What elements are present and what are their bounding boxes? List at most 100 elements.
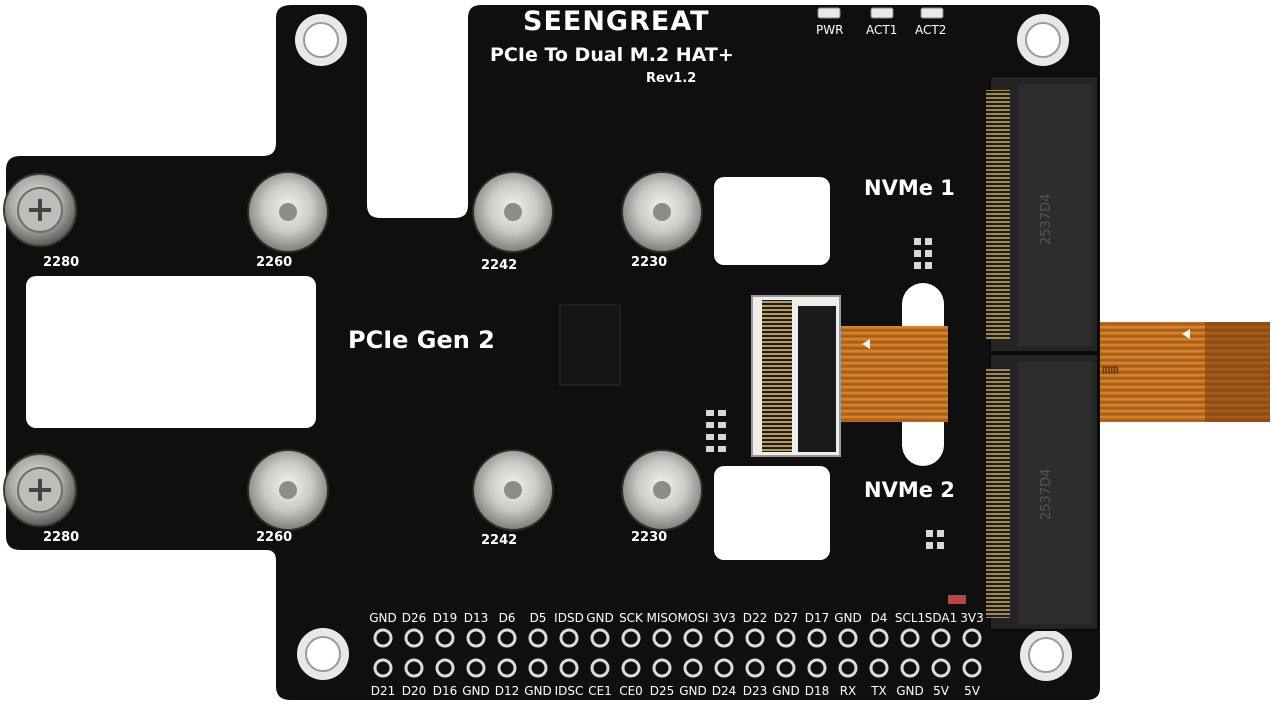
gpio-pad-top-4 [497,628,517,648]
gpio-label-bottom-9: D25 [649,684,675,698]
gpio-label-top-8: SCK [619,611,643,625]
gpio-pad-bottom-0 [373,658,393,678]
gpio-label-bottom-10: GND [679,684,707,698]
led-act2 [920,7,944,19]
gpio-label-top-6: IDSD [554,611,584,625]
gpio-pad-bottom-3 [466,658,486,678]
size-label-bottom-2230: 2230 [631,530,668,545]
gpio-pad-top-17 [900,628,920,648]
gpio-pad-top-14 [807,628,827,648]
gpio-pad-bottom-2 [435,658,455,678]
cutout-top [714,177,830,265]
gpio-pad-top-19 [962,628,982,648]
size-label-bottom-2242: 2242 [481,533,518,548]
gpio-label-bottom-12: D23 [742,684,768,698]
gpio-pad-bottom-12 [745,658,765,678]
gpio-pad-bottom-10 [683,658,703,678]
gpio-pad-top-7 [590,628,610,648]
gpio-pad-top-11 [714,628,734,648]
led-label-act2: ACT2 [915,23,947,37]
gpio-label-top-4: D6 [498,611,516,625]
standoffs [247,171,703,531]
gpio-pad-bottom-1 [404,658,424,678]
ribbon-marking: mm [1102,362,1119,378]
gpio-label-bottom-19: 5V [964,684,980,698]
gpio-label-bottom-16: TX [871,684,887,698]
gpio-pad-top-9 [652,628,672,648]
led-act1 [870,7,894,19]
gpio-label-top-15: GND [834,611,862,625]
gpio-pad-top-3 [466,628,486,648]
gpio-label-top-5: D5 [529,611,547,625]
gpio-pad-top-18 [931,628,951,648]
gpio-pad-top-12 [745,628,765,648]
gpio-pad-bottom-17 [900,658,920,678]
size-label-bottom-2260: 2260 [256,530,293,545]
gpio-label-top-2: D19 [432,611,458,625]
gpio-label-bottom-3: GND [462,684,490,698]
m2-connector-2 [986,353,1099,631]
gpio-pad-top-0 [373,628,393,648]
smd-components [706,238,966,604]
gpio-pad-bottom-6 [559,658,579,678]
led-pwr [817,7,841,19]
pcie-switch-chip-area [559,304,621,386]
gpio-label-bottom-11: D24 [711,684,737,698]
cutout-left [26,276,316,428]
gpio-label-bottom-7: CE1 [588,684,612,698]
gpio-label-top-14: D17 [804,611,830,625]
ffc-ribbon-cable [836,322,1270,422]
cutout-bottom [714,466,830,560]
gpio-pad-bottom-15 [838,658,858,678]
size-label-top-2280: 2280 [43,255,80,270]
m2-connector-1 [986,75,1099,353]
mounting-holes [295,14,1072,681]
brand-logo-text: SEENGREAT [523,6,710,37]
gpio-label-bottom-4: D12 [494,684,520,698]
gpio-label-bottom-13: GND [772,684,800,698]
product-name: PCIe To Dual M.2 HAT+ [490,44,734,66]
gpio-label-bottom-14: D18 [804,684,830,698]
revision-label: Rev1.2 [646,71,697,86]
led-label-pwr: PWR [816,23,844,37]
gpio-label-top-10: MOSI [677,611,709,625]
gpio-label-top-3: D13 [463,611,489,625]
gpio-pad-top-6 [559,628,579,648]
screw-bottom-2280 [3,453,77,527]
gpio-label-bottom-0: D21 [370,684,396,698]
gpio-label-bottom-17: GND [896,684,924,698]
gpio-label-top-16: D4 [870,611,888,625]
gpio-pad-top-16 [869,628,889,648]
gpio-pad-bottom-4 [497,658,517,678]
size-label-bottom-2280: 2280 [43,530,80,545]
gpio-pad-bottom-19 [962,658,982,678]
gpio-pad-bottom-11 [714,658,734,678]
gpio-pad-top-8 [621,628,641,648]
gpio-pad-bottom-9 [652,658,672,678]
m2-connector-2-marking: 2537D4 [1039,469,1054,520]
gpio-label-top-1: D26 [401,611,427,625]
gpio-label-top-18: SDA1 [924,611,958,625]
gpio-pad-top-10 [683,628,703,648]
nvme1-label: NVMe 1 [864,176,955,200]
gpio-label-bottom-2: D16 [432,684,458,698]
gpio-pad-bottom-16 [869,658,889,678]
gpio-pad-top-5 [528,628,548,648]
gpio-pad-bottom-13 [776,658,796,678]
gpio-pad-bottom-7 [590,658,610,678]
gpio-label-bottom-15: RX [839,684,857,698]
gpio-label-top-17: SCL1 [894,611,926,625]
gpio-label-top-19: 3V3 [960,611,984,625]
size-label-top-2242: 2242 [481,258,518,273]
ffc-connector [751,295,841,457]
led-label-act1: ACT1 [866,23,898,37]
gpio-label-top-11: 3V3 [712,611,736,625]
gpio-label-bottom-8: CE0 [619,684,643,698]
gpio-pad-top-1 [404,628,424,648]
gpio-label-bottom-6: IDSC [554,684,584,698]
gpio-label-top-9: MISO [646,611,678,625]
gpio-label-top-7: GND [586,611,614,625]
gpio-pad-top-2 [435,628,455,648]
status-leds [817,7,944,19]
